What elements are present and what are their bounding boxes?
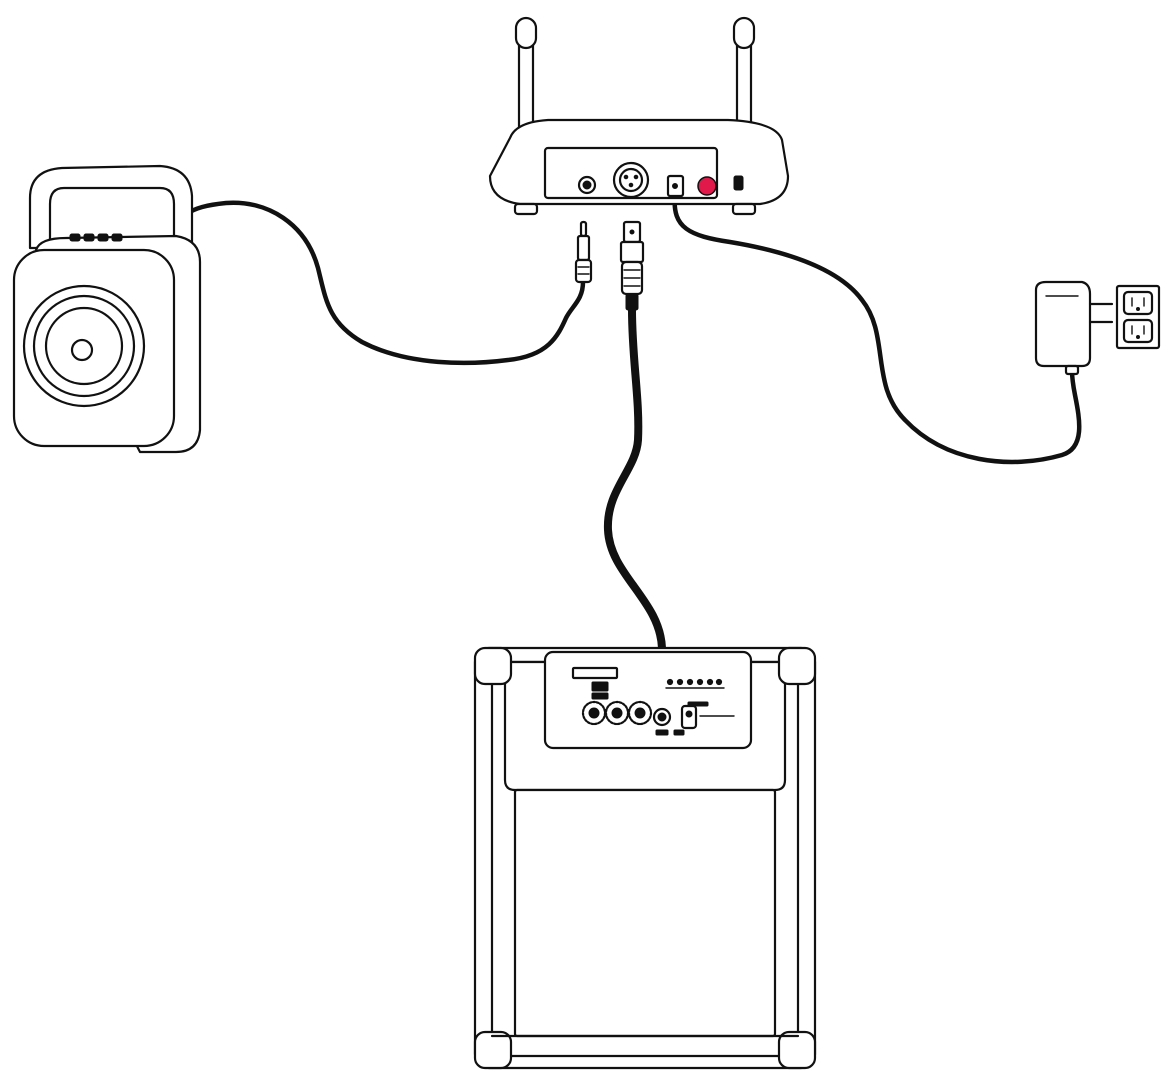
portable-speaker: [12, 164, 202, 454]
jack-plug-icon: [574, 220, 593, 284]
power-adapter: [1034, 280, 1114, 376]
xlr-cable: [603, 306, 666, 652]
speaker-control-buttons: [69, 233, 123, 242]
guitar-amplifier: [473, 646, 817, 1070]
power-adapter-icon: [1034, 280, 1092, 368]
corner-protectors: [473, 646, 817, 1070]
xlr-plug-icon: [619, 220, 645, 311]
amplifier-led-row: [665, 678, 725, 689]
amplifier-aux-jack: [673, 701, 735, 736]
amplifier-control-panel: [543, 650, 753, 750]
wall-outlet: [1115, 284, 1161, 350]
jack-output-port: [577, 175, 597, 195]
receiver-foot-right: [731, 202, 757, 216]
amplifier-grille: [513, 788, 777, 1038]
power-cable: [672, 193, 1082, 465]
speaker-cone-icon: [22, 284, 146, 408]
xlr-output-port: [612, 161, 650, 199]
amplifier-knobs: [581, 700, 653, 726]
wireless-receiver: [488, 16, 790, 216]
amplifier-input-jack: [652, 707, 672, 736]
jack-cable: [183, 200, 586, 366]
dc-input-port: [666, 174, 685, 198]
side-knob: [733, 175, 744, 191]
receiver-foot-left: [513, 202, 539, 216]
power-led-icon: [697, 176, 717, 196]
